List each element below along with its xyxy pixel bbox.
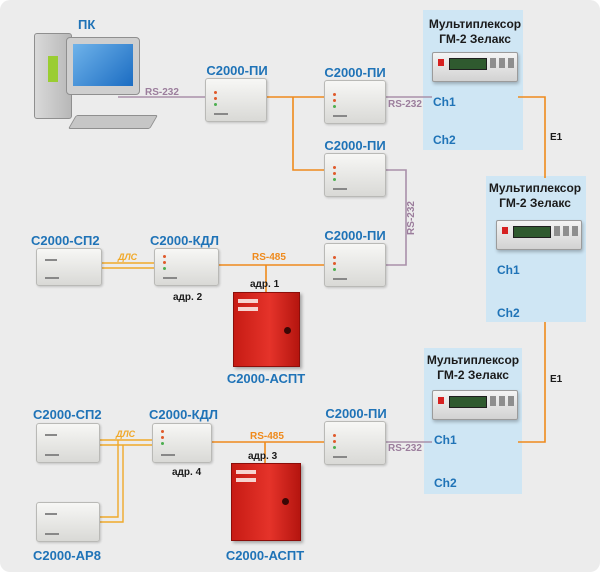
mux2-title: Мультиплексор ГМ-2 Зелакс (475, 181, 595, 211)
aspt-title-1: С2000-АСПТ (226, 371, 306, 386)
sp2-title-2: С2000-СП2 (33, 407, 102, 422)
kdl-addr-4: адр. 4 (172, 467, 202, 478)
mux2-ch1: Ch1 (497, 263, 520, 277)
pi-device-5 (324, 421, 386, 465)
mux2-title-line1: Мультиплексор (488, 181, 582, 195)
kdl-title-2: С2000-КДЛ (149, 407, 218, 422)
aspt-device-1 (233, 292, 300, 367)
mux1-ch2: Ch2 (433, 133, 456, 147)
dls-label-1: ДЛС (118, 252, 138, 262)
mux1-title: Мультиплексор ГМ-2 Зелакс (415, 17, 535, 47)
e1-line-bottom (518, 322, 546, 443)
rs485-label-1: RS-485 (252, 252, 286, 263)
pc-keyboard (67, 115, 159, 129)
mux3-title-line2: ГМ-2 Зелакс (437, 368, 509, 382)
ar8-title: С2000-АР8 (33, 548, 101, 563)
rs232-line-pi-loop (384, 169, 407, 266)
rs232-label-pc: RS-232 (145, 87, 179, 98)
kdl-device-2 (152, 423, 212, 463)
mux-device-2 (496, 220, 582, 250)
mux2-title-line2: ГМ-2 Зелакс (499, 196, 571, 210)
kdl-device-1 (154, 248, 219, 286)
dls-line-3a (98, 440, 119, 518)
pi-title-3: С2000-ПИ (324, 138, 386, 153)
sp2-device-2 (36, 423, 100, 463)
aspt-addr-1: адр. 1 (250, 279, 280, 290)
e1-line-top (518, 96, 546, 178)
pi-title-2: С2000-ПИ (324, 65, 386, 80)
pc-label: ПК (78, 17, 96, 32)
rs485-label-2: RS-485 (250, 431, 284, 442)
mux-panel-3 (424, 348, 522, 494)
rs232-label-mux1: RS-232 (388, 99, 422, 110)
kdl-addr-2: адр. 2 (173, 292, 203, 303)
mux2-ch2: Ch2 (497, 306, 520, 320)
sp2-device-1 (36, 248, 102, 286)
rs485-line-pi-branch (265, 96, 324, 171)
pi-title-4: С2000-ПИ (324, 228, 386, 243)
mux3-title: Мультиплексор ГМ-2 Зелакс (413, 353, 533, 383)
rs232-label-mux3: RS-232 (388, 443, 422, 454)
mux1-title-line1: Мультиплексор (428, 17, 522, 31)
e1-label-bottom: E1 (550, 374, 563, 385)
ar8-device (36, 502, 100, 542)
e1-label-top: E1 (550, 132, 563, 143)
mux3-title-line1: Мультиплексор (426, 353, 520, 367)
kdl-title-1: С2000-КДЛ (150, 233, 219, 248)
pi-device-3 (324, 153, 386, 197)
pi-device-4 (324, 243, 386, 287)
dls-label-2: ДЛС (116, 429, 136, 439)
pc-monitor (66, 37, 140, 95)
mux3-ch1: Ch1 (434, 433, 457, 447)
mux-device-1 (432, 52, 518, 82)
pi-title-5: С2000-ПИ (325, 406, 387, 421)
mux3-ch2: Ch2 (434, 476, 457, 490)
aspt-addr-3: адр. 3 (248, 451, 278, 462)
pc-computer-icon (34, 33, 159, 133)
pi-device-1 (205, 78, 267, 122)
aspt-device-2 (231, 463, 301, 541)
dls-line-3b (98, 445, 124, 523)
mux1-title-line2: ГМ-2 Зелакс (439, 32, 511, 46)
pi-title-1: С2000-ПИ (206, 63, 268, 78)
mux-device-3 (432, 390, 518, 420)
rs485-line-kdl-1 (217, 264, 324, 292)
rs485-line-kdl-2 (210, 441, 324, 466)
mux1-ch1: Ch1 (433, 95, 456, 109)
aspt-title-2: С2000-АСПТ (225, 548, 305, 563)
pi-device-2 (324, 80, 386, 124)
sp2-title-1: С2000-СП2 (31, 233, 100, 248)
rs232-label-vertical: RS-232 (405, 201, 417, 235)
